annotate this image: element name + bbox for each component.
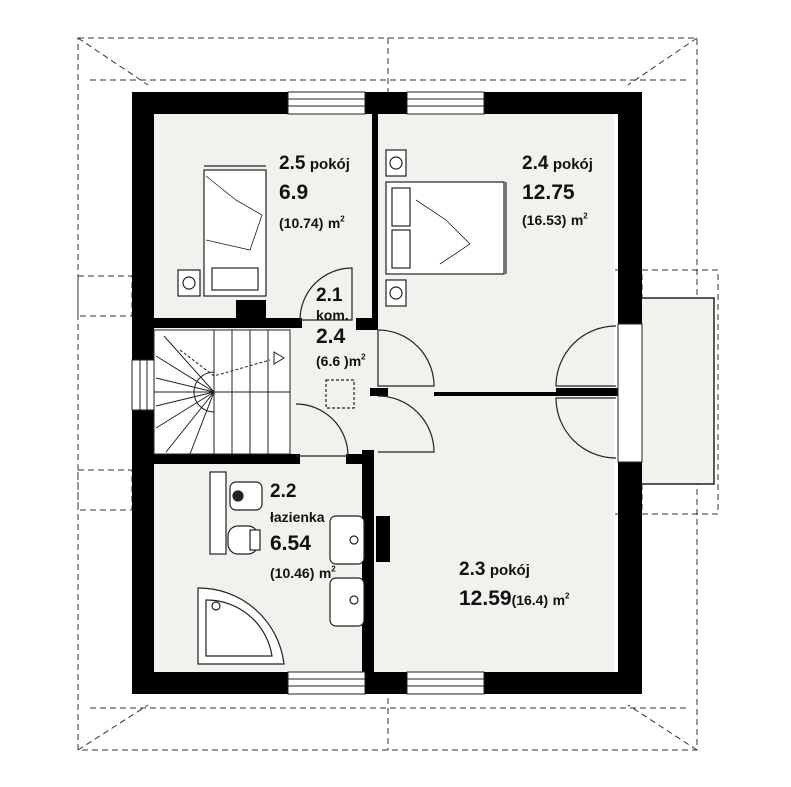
staircase xyxy=(153,329,291,455)
room-2-1-number: 2.1 xyxy=(316,285,343,306)
room-name: pokój xyxy=(309,156,350,173)
doors xyxy=(295,267,617,459)
area-total: (16.4) xyxy=(511,592,549,608)
room-number: 2.3 xyxy=(459,559,486,580)
room-2-1-name: kom. xyxy=(316,307,349,323)
room-2-4-area-total: (16.53) m2 xyxy=(522,211,588,229)
room-2-2-number: 2.2 xyxy=(270,481,297,502)
area-total: (6.6 ) xyxy=(316,353,349,369)
bed-room-2-4 xyxy=(385,149,507,307)
room-2-1-area: 2.4 xyxy=(316,325,346,348)
walls xyxy=(132,92,642,694)
area-total: (10.74) xyxy=(279,215,324,231)
room-2-3-area-line: 12.59(16.4) m2 xyxy=(459,588,570,609)
unit-sup: 2 xyxy=(565,591,570,601)
room-2-4-area: 12.75 xyxy=(522,181,575,204)
room-number: 2.4 xyxy=(522,153,549,174)
unit: m xyxy=(348,353,362,369)
room-2-2-name: łazienka xyxy=(270,509,325,525)
area-total: (10.46) xyxy=(270,565,315,581)
room-2-3-label: 2.3 pokój xyxy=(459,560,530,579)
room-2-2-area: 6.54 xyxy=(270,532,311,555)
room-2-3-area: 12.59 xyxy=(459,587,512,610)
bathroom-fixtures xyxy=(197,471,365,665)
room-2-5-label: 2.5 pokój xyxy=(279,154,350,173)
room-name: pokój xyxy=(489,562,530,579)
room-2-2-area-total: (10.46) m2 xyxy=(270,564,336,582)
area-total: (16.53) xyxy=(522,212,567,228)
unit-sup: 2 xyxy=(583,211,588,221)
unit-sup: 2 xyxy=(340,214,345,224)
unit: m xyxy=(552,592,566,608)
room-2-5-area-total: (10.74) m2 xyxy=(279,214,345,232)
room-number: 2.5 xyxy=(279,153,306,174)
room-2-1-area-total: (6.6 )m2 xyxy=(316,352,366,370)
unit: m xyxy=(570,212,584,228)
windows xyxy=(131,91,643,695)
room-2-5-area: 6.9 xyxy=(279,181,309,204)
unit: m xyxy=(327,215,341,231)
unit: m xyxy=(318,565,332,581)
unit-sup: 2 xyxy=(361,352,366,362)
bed-room-2-5 xyxy=(177,165,267,297)
window-lines xyxy=(139,98,484,687)
room-2-4-label: 2.4 pokój xyxy=(522,154,593,173)
unit-sup: 2 xyxy=(331,564,336,574)
balcony xyxy=(639,297,715,485)
room-name: pokój xyxy=(552,156,593,173)
